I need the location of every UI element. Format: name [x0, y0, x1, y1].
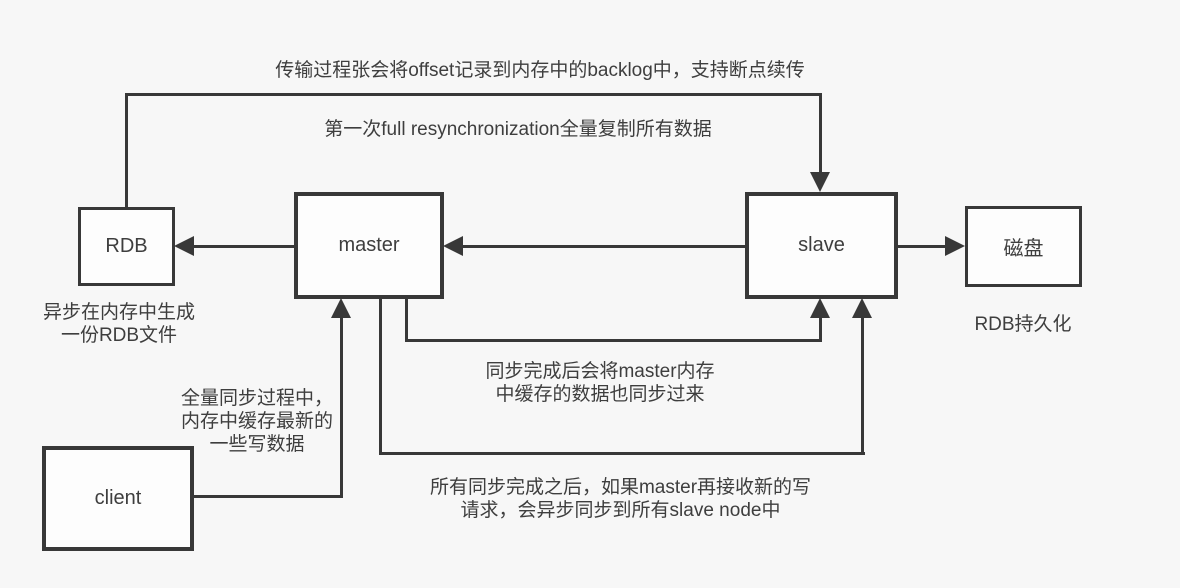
node-slave: slave — [745, 192, 898, 299]
rdb-note-line1: 异步在内存中生成 — [42, 302, 195, 323]
buffer-note-line1: 全量同步过程中， — [180, 388, 333, 409]
sync-loop-arrowhead-into-slave — [810, 298, 830, 318]
async-loop-hline — [379, 452, 865, 455]
backlog-loop-right-vline — [819, 93, 822, 173]
rdb-note-line2: 一份RDB文件 — [60, 325, 178, 347]
slave-to-disk-arrowhead — [945, 236, 965, 256]
client-to-master-arrowhead — [331, 298, 351, 318]
async-loop-right-vline — [861, 316, 864, 455]
sync-done-annotation: 同步完成后会将master内存 中缓存的数据也同步过来 — [455, 360, 745, 406]
client-to-master-hline — [193, 495, 343, 498]
node-master-label: master — [338, 234, 400, 256]
buffer-note-annotation: 全量同步过程中， 内存中缓存最新的 一些写数据 — [167, 387, 347, 457]
backlog-annotation-text: 传输过程张会将offset记录到内存中的backlog中，支持断点续传 — [275, 60, 805, 81]
slave-to-master-line — [463, 245, 745, 248]
node-client-label: client — [94, 487, 142, 509]
node-disk: 磁盘 — [965, 206, 1082, 287]
backlog-loop-left-vline — [125, 93, 128, 207]
async-loop-arrowhead-into-slave — [852, 298, 872, 318]
slave-to-master-arrowhead — [443, 236, 463, 256]
disk-note-annotation: RDB持久化 — [948, 313, 1098, 336]
backlog-loop-top-hline — [125, 93, 822, 96]
async-loop-left-vline — [379, 298, 382, 455]
after-sync-annotation: 所有同步完成之后，如果master再接收新的写 请求，会异步同步到所有slave… — [398, 476, 843, 522]
sync-done-line1: 同步完成后会将master内存 — [485, 361, 715, 382]
backlog-annotation: 传输过程张会将offset记录到内存中的backlog中，支持断点续传 — [240, 59, 840, 82]
buffer-note-line2: 内存中缓存最新的 — [180, 411, 333, 433]
rdb-note-annotation: 异步在内存中生成 一份RDB文件 — [29, 301, 209, 347]
master-to-rdb-line — [194, 245, 294, 248]
master-to-rdb-arrowhead — [174, 236, 194, 256]
disk-note-text: RDB持久化 — [974, 314, 1072, 335]
after-sync-line2: 请求，会异步同步到所有slave node中 — [460, 500, 781, 522]
backlog-loop-arrowhead-into-slave — [810, 172, 830, 192]
sync-loop-left-vline — [405, 298, 408, 342]
full-resync-annotation: 第一次full resynchronization全量复制所有数据 — [298, 118, 738, 141]
client-to-master-vline — [340, 316, 343, 498]
node-rdb: RDB — [78, 207, 175, 286]
node-disk-label: 磁盘 — [1003, 238, 1044, 260]
full-resync-annotation-text: 第一次full resynchronization全量复制所有数据 — [324, 119, 712, 140]
node-master: master — [294, 192, 444, 299]
sync-loop-hline — [405, 339, 822, 342]
sync-done-line2: 中缓存的数据也同步过来 — [495, 384, 705, 406]
buffer-note-line3: 一些写数据 — [209, 434, 305, 456]
node-client: client — [42, 446, 194, 551]
node-slave-label: slave — [798, 234, 845, 256]
slave-to-disk-line — [897, 245, 945, 248]
after-sync-line1: 所有同步完成之后，如果master再接收新的写 — [429, 477, 812, 498]
node-rdb-label: RDB — [105, 235, 148, 257]
sync-loop-right-vline — [819, 316, 822, 342]
